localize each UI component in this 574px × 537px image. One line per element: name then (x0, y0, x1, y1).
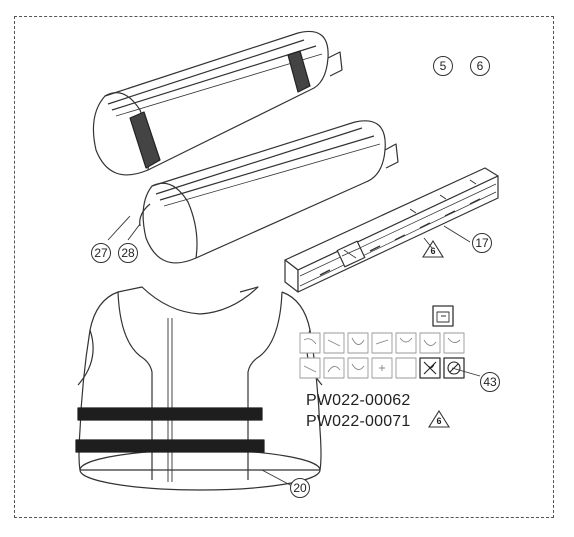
revision-mark-label: 6 (430, 246, 436, 256)
revision-mark-part-number: 6 (428, 409, 450, 428)
part-number-2: PW022-00071 (306, 413, 411, 430)
callout-28: 28 (118, 243, 138, 263)
revision-mark-tool-box: 6 (422, 239, 444, 258)
drawing-frame (14, 16, 554, 518)
tool-box (284, 167, 499, 293)
callout-20: 20 (290, 478, 310, 498)
leader-lines (107, 215, 481, 487)
callout-43: 43 (480, 372, 500, 392)
revision-mark-label: 6 (436, 416, 442, 426)
part-number-1: PW022-00062 (306, 392, 411, 409)
callout-6: 6 (470, 56, 490, 76)
pouch-upper (92, 30, 343, 176)
callout-27: 27 (91, 243, 111, 263)
pouch-lower (139, 120, 399, 264)
callout-5: 5 (433, 56, 453, 76)
safety-vest (75, 286, 323, 491)
callout-17: 17 (472, 233, 492, 253)
pictogram-sheet (299, 305, 465, 379)
